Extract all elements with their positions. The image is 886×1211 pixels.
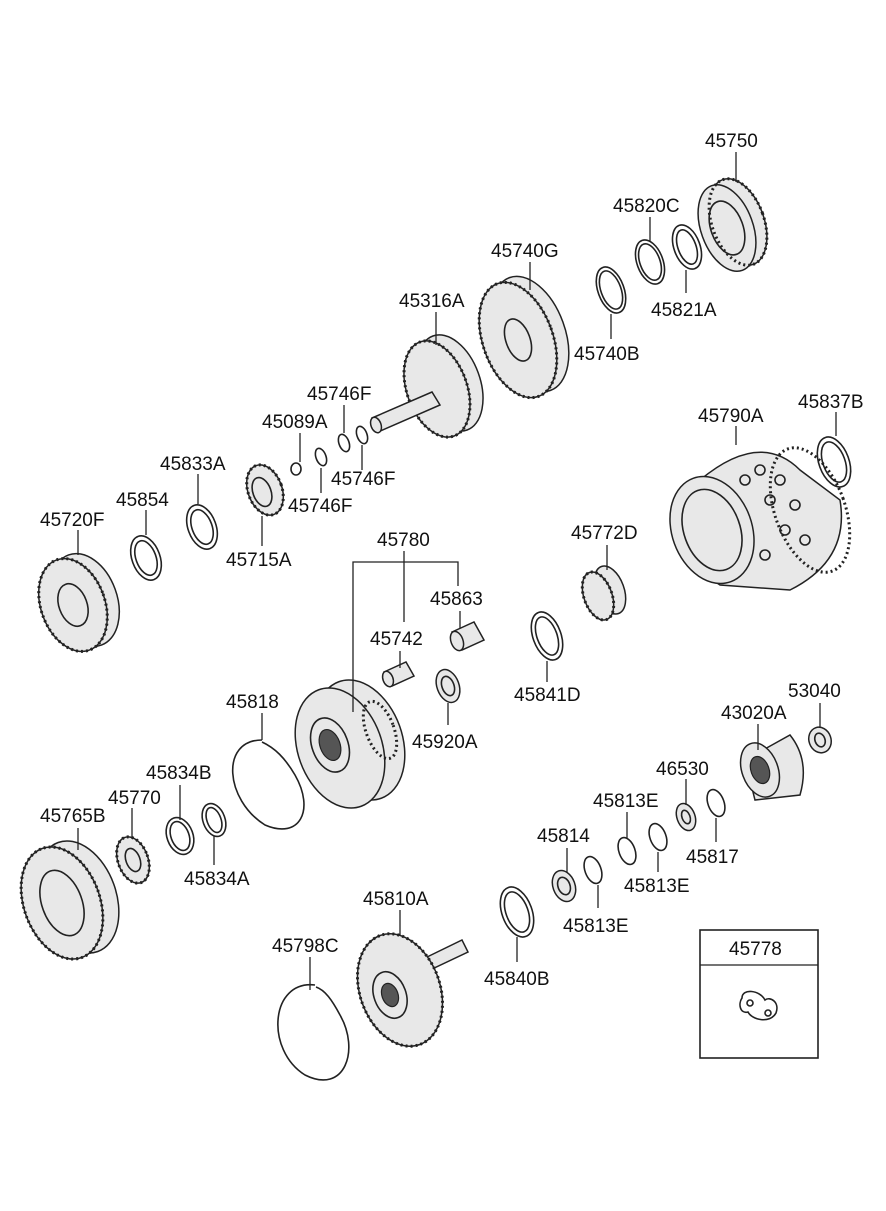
label-43020A: 43020A <box>721 703 787 724</box>
label-45089A: 45089A <box>262 412 328 433</box>
part-45820C-ring <box>634 239 666 285</box>
part-45750-drum-gear <box>697 177 769 272</box>
label-45817: 45817 <box>686 847 739 868</box>
part-53040-nut <box>807 726 833 754</box>
label-45821A: 45821A <box>651 300 717 321</box>
label-45770: 45770 <box>108 788 161 809</box>
part-45316A-shaft-drum <box>369 334 484 439</box>
label-45740G: 45740G <box>491 241 559 262</box>
part-45834B-ring <box>165 816 195 856</box>
part-45720F-gear <box>37 552 121 653</box>
part-45780-planetary-carrier <box>294 679 406 809</box>
label-45778: 45778 <box>729 939 782 960</box>
part-45840B-ring <box>499 886 535 938</box>
label-45813E-c: 45813E <box>563 916 629 937</box>
label-45920A: 45920A <box>412 732 478 753</box>
label-45772D: 45772D <box>571 523 638 544</box>
label-45715A: 45715A <box>226 550 292 571</box>
label-45818: 45818 <box>226 692 279 713</box>
label-45820C: 45820C <box>613 196 680 217</box>
part-45818-snap-ring <box>231 739 305 830</box>
part-45746F-snap-ring-c <box>314 447 328 467</box>
part-45854-ring <box>129 535 163 581</box>
part-45920A-washer <box>435 668 461 704</box>
label-46530: 46530 <box>656 759 709 780</box>
part-45715A-bearing <box>245 463 285 517</box>
label-45833A: 45833A <box>160 454 226 475</box>
label-45780: 45780 <box>377 530 430 551</box>
label-45841D: 45841D <box>514 685 581 706</box>
part-46530-bearing <box>675 802 697 832</box>
part-45821A-ring <box>671 224 703 270</box>
label-53040: 53040 <box>788 681 841 702</box>
part-45841D-ring <box>530 611 564 661</box>
part-45778-inset-box <box>699 929 819 1059</box>
label-45814: 45814 <box>537 826 590 847</box>
leader-lines <box>77 152 837 990</box>
label-45746F-a: 45746F <box>307 384 371 405</box>
label-45740B: 45740B <box>574 344 640 365</box>
label-45810A: 45810A <box>363 889 429 910</box>
part-45814-washer <box>551 869 577 903</box>
label-45746F-b: 45746F <box>331 469 395 490</box>
part-45798C-snap-ring <box>277 984 350 1081</box>
part-45813E-ring-c <box>583 855 603 885</box>
part-45746F-snap-ring-b <box>355 425 369 445</box>
part-45810A-output-carrier <box>355 932 470 1048</box>
part-45772D-bearing <box>580 565 627 622</box>
part-45833A-ring <box>185 504 219 550</box>
part-45817-ring <box>706 788 726 818</box>
label-45746F-c: 45746F <box>288 496 352 517</box>
label-45798C: 45798C <box>272 936 339 957</box>
part-45765B-ring-gear <box>19 840 120 961</box>
part-45089A-ball <box>290 462 302 476</box>
part-45740B-ring <box>595 266 627 314</box>
label-45813E-a: 45813E <box>593 791 659 812</box>
part-45863-pin <box>449 621 486 652</box>
part-45813E-ring-a <box>617 836 637 866</box>
label-45837B: 45837B <box>798 392 864 413</box>
label-45765B: 45765B <box>40 806 106 827</box>
part-45746F-snap-ring-a <box>337 433 351 453</box>
label-45790A: 45790A <box>698 406 764 427</box>
label-45854: 45854 <box>116 490 169 511</box>
label-45750: 45750 <box>705 131 758 152</box>
part-45834A-ring <box>201 802 227 838</box>
label-45840B: 45840B <box>484 969 550 990</box>
part-45837B-ring <box>816 436 852 488</box>
part-45790A-clutch-drum <box>669 446 852 591</box>
label-45834A: 45834A <box>184 869 250 890</box>
part-45740G-carrier <box>477 275 570 400</box>
label-45720F: 45720F <box>40 510 104 531</box>
part-45813E-ring-b <box>648 822 668 852</box>
label-45742: 45742 <box>370 629 423 650</box>
label-45863: 45863 <box>430 589 483 610</box>
part-45770-gear <box>115 835 151 885</box>
part-45742-pin <box>381 661 416 688</box>
label-45813E-b: 45813E <box>624 876 690 897</box>
part-43020A-flange <box>739 734 805 801</box>
label-45316A: 45316A <box>399 291 465 312</box>
label-45834B: 45834B <box>146 763 212 784</box>
part-labels: 45750 45820C 45821A 45740G 45740B 45316A… <box>40 131 864 990</box>
